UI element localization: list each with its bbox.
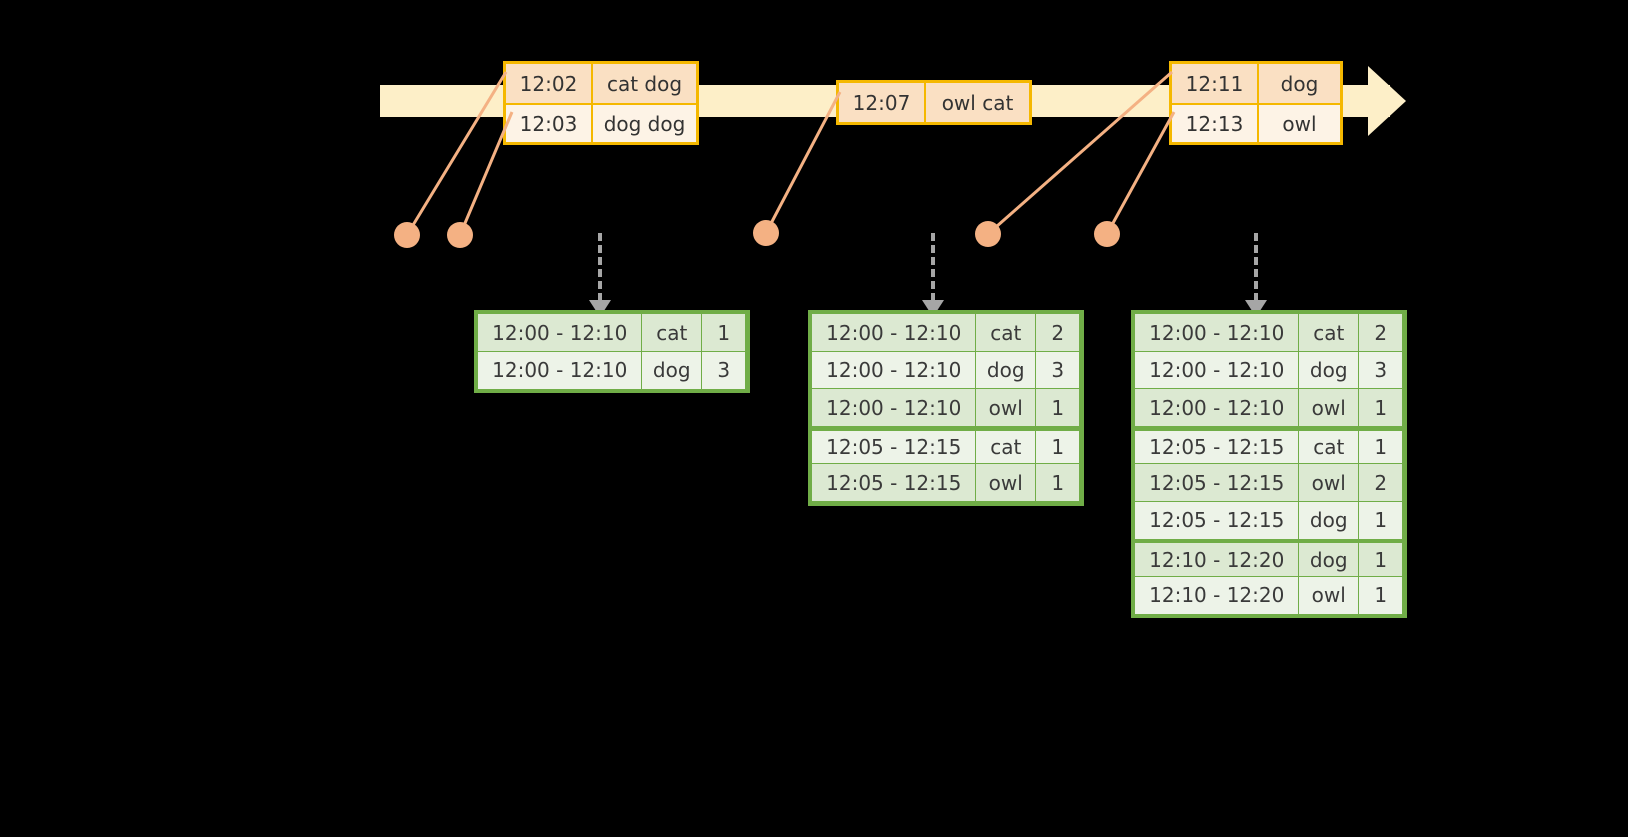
cell-word: dog <box>1297 542 1360 578</box>
cell-word: owl <box>1297 463 1360 503</box>
table-row: 12:00 - 12:10 cat 2 <box>811 313 1081 353</box>
cell-window: 12:00 - 12:10 <box>1134 350 1300 390</box>
cell-word: owl <box>974 463 1037 503</box>
cell-word: dog <box>974 350 1037 390</box>
event-group-3: 12:11 dog 12:13 owl <box>1169 61 1343 145</box>
arrow-stem <box>598 233 602 301</box>
event-time: 12:11 <box>1172 64 1257 103</box>
cell-word: dog <box>1297 500 1360 540</box>
result-table-2: 12:00 - 12:10 cat 2 12:00 - 12:10 dog 3 … <box>808 310 1084 506</box>
cell-count: 3 <box>1035 350 1081 390</box>
cell-window: 12:05 - 12:15 <box>1134 429 1300 465</box>
cell-window: 12:10 - 12:20 <box>1134 575 1300 615</box>
event-payload: dog dog <box>591 105 696 142</box>
timeline-arrow-icon <box>1368 66 1406 136</box>
event-dot <box>394 222 420 248</box>
cell-count: 1 <box>1358 429 1404 465</box>
table-row: 12:05 - 12:15 dog 1 <box>1134 500 1404 540</box>
table-row: 12:05 - 12:15 owl 1 <box>811 463 1081 503</box>
cell-count: 1 <box>1358 500 1404 540</box>
cell-window: 12:05 - 12:15 <box>1134 463 1300 503</box>
event-group-2: 12:07 owl cat <box>836 80 1032 125</box>
trigger-arrow-2 <box>922 233 944 317</box>
event-payload: owl cat <box>924 83 1029 122</box>
cell-window: 12:05 - 12:15 <box>811 429 977 465</box>
event-row: 12:03 dog dog <box>506 103 696 142</box>
event-time: 12:03 <box>506 105 591 142</box>
event-time: 12:13 <box>1172 105 1257 142</box>
cell-word: cat <box>640 313 703 353</box>
table-row: 12:05 - 12:15 cat 1 <box>1134 426 1404 465</box>
cell-window: 12:00 - 12:10 <box>477 313 643 353</box>
cell-count: 3 <box>701 350 747 390</box>
cell-count: 1 <box>1358 542 1404 578</box>
arrow-stem <box>1254 233 1258 301</box>
cell-count: 1 <box>1358 388 1404 428</box>
event-group-1: 12:02 cat dog 12:03 dog dog <box>503 61 699 145</box>
event-time: 12:02 <box>506 64 591 103</box>
cell-window: 12:10 - 12:20 <box>1134 542 1300 578</box>
table-row: 12:10 - 12:20 owl 1 <box>1134 575 1404 615</box>
cell-window: 12:05 - 12:15 <box>1134 500 1300 540</box>
event-payload: dog <box>1257 64 1340 103</box>
table-row: 12:00 - 12:10 dog 3 <box>1134 350 1404 390</box>
table-row: 12:10 - 12:20 dog 1 <box>1134 539 1404 578</box>
cell-window: 12:00 - 12:10 <box>811 350 977 390</box>
table-row: 12:00 - 12:10 dog 3 <box>811 350 1081 390</box>
event-row: 12:07 owl cat <box>839 83 1029 122</box>
table-row: 12:05 - 12:15 owl 2 <box>1134 463 1404 503</box>
cell-count: 1 <box>1358 575 1404 615</box>
event-row: 12:11 dog <box>1172 64 1340 103</box>
cell-count: 2 <box>1035 313 1081 353</box>
cell-word: cat <box>1297 429 1360 465</box>
table-row: 12:00 - 12:10 owl 1 <box>811 388 1081 428</box>
cell-word: owl <box>974 388 1037 428</box>
result-table-3: 12:00 - 12:10 cat 2 12:00 - 12:10 dog 3 … <box>1131 310 1407 618</box>
event-dot <box>1094 221 1120 247</box>
event-payload: cat dog <box>591 64 696 103</box>
event-row: 12:02 cat dog <box>506 64 696 103</box>
cell-word: owl <box>1297 388 1360 428</box>
cell-word: cat <box>1297 313 1360 353</box>
cell-window: 12:00 - 12:10 <box>1134 388 1300 428</box>
table-row: 12:05 - 12:15 cat 1 <box>811 426 1081 465</box>
cell-window: 12:05 - 12:15 <box>811 463 977 503</box>
event-row: 12:13 owl <box>1172 103 1340 142</box>
result-table-1: 12:00 - 12:10 cat 1 12:00 - 12:10 dog 3 <box>474 310 750 393</box>
cell-word: owl <box>1297 575 1360 615</box>
cell-word: cat <box>974 429 1037 465</box>
table-row: 12:00 - 12:10 dog 3 <box>477 350 747 390</box>
event-dot <box>447 222 473 248</box>
event-time: 12:07 <box>839 83 924 122</box>
cell-window: 12:00 - 12:10 <box>477 350 643 390</box>
event-dot <box>753 220 779 246</box>
cell-word: dog <box>640 350 703 390</box>
cell-count: 3 <box>1358 350 1404 390</box>
cell-window: 12:00 - 12:10 <box>811 313 977 353</box>
cell-window: 12:00 - 12:10 <box>1134 313 1300 353</box>
table-row: 12:00 - 12:10 owl 1 <box>1134 388 1404 428</box>
cell-count: 2 <box>1358 313 1404 353</box>
cell-window: 12:00 - 12:10 <box>811 388 977 428</box>
cell-word: dog <box>1297 350 1360 390</box>
trigger-arrow-3 <box>1245 233 1267 317</box>
event-dot <box>975 221 1001 247</box>
event-payload: owl <box>1257 105 1340 142</box>
arrow-stem <box>931 233 935 301</box>
cell-count: 2 <box>1358 463 1404 503</box>
cell-count: 1 <box>1035 388 1081 428</box>
cell-word: cat <box>974 313 1037 353</box>
cell-count: 1 <box>1035 429 1081 465</box>
table-row: 12:00 - 12:10 cat 1 <box>477 313 747 353</box>
cell-count: 1 <box>1035 463 1081 503</box>
table-row: 12:00 - 12:10 cat 2 <box>1134 313 1404 353</box>
cell-count: 1 <box>701 313 747 353</box>
trigger-arrow-1 <box>589 233 611 317</box>
